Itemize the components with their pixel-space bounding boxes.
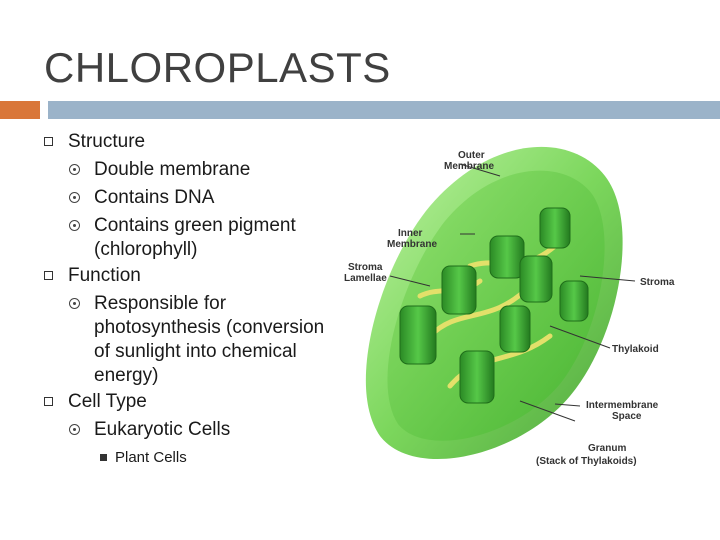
circle-bullet-icon bbox=[69, 298, 80, 309]
label-granum-2: (Stack of Thylakoids) bbox=[536, 456, 637, 467]
slide-title: CHLOROPLASTS bbox=[44, 44, 391, 91]
bullet-cell-type: Cell Type bbox=[44, 390, 344, 414]
sub-bullet-text: Responsible for photosynthesis (conversi… bbox=[94, 293, 325, 386]
circle-bullet-icon bbox=[69, 424, 80, 435]
sub-bullet-text: Contains green pigment (chlorophyll) bbox=[94, 215, 296, 260]
label-lines bbox=[389, 163, 636, 422]
label-stroma-lamellae-2: Lamellae bbox=[344, 273, 387, 284]
accent-bar-orange bbox=[0, 101, 40, 119]
sub-bullet: Eukaryotic Cells bbox=[44, 418, 344, 442]
label-intermembrane-1: Intermembrane bbox=[586, 400, 659, 411]
label-outer-membrane-1: Outer bbox=[458, 150, 485, 161]
sub-bullet: Responsible for photosynthesis (conversi… bbox=[44, 292, 344, 388]
label-inner-membrane-1: Inner bbox=[398, 228, 423, 239]
bullet-heading: Function bbox=[68, 265, 141, 286]
sub-bullet-text: Eukaryotic Cells bbox=[94, 419, 231, 440]
sub-bullet-text: Contains DNA bbox=[94, 187, 215, 208]
label-granum-1: Granum bbox=[588, 443, 626, 454]
bullet-heading: Structure bbox=[68, 131, 146, 152]
bullet-heading: Cell Type bbox=[68, 391, 147, 412]
sub-bullet: Double membrane bbox=[44, 158, 344, 182]
square-bullet-icon bbox=[44, 137, 53, 146]
sub-bullet-text: Double membrane bbox=[94, 159, 251, 180]
label-stroma-lamellae-1: Stroma bbox=[348, 262, 383, 273]
accent-bar-blue bbox=[48, 101, 720, 119]
grana-stacks bbox=[399, 207, 589, 404]
label-stroma: Stroma bbox=[640, 277, 675, 288]
circle-bullet-icon bbox=[69, 164, 80, 175]
bullet-structure: Structure bbox=[44, 130, 344, 154]
sub-sub-bullet: Plant Cells bbox=[44, 448, 344, 468]
filled-square-bullet-icon bbox=[100, 454, 107, 461]
square-bullet-icon bbox=[44, 271, 53, 280]
label-outer-membrane-2: Membrane bbox=[444, 161, 494, 172]
sub-bullet: Contains DNA bbox=[44, 186, 344, 210]
square-bullet-icon bbox=[44, 397, 53, 406]
label-inner-membrane-2: Membrane bbox=[387, 239, 437, 250]
bullet-list: Structure Double membrane Contains DNA C… bbox=[44, 128, 344, 468]
label-thylakoid: Thylakoid bbox=[612, 344, 659, 355]
sub-sub-bullet-text: Plant Cells bbox=[115, 449, 187, 466]
sub-bullet: Contains green pigment (chlorophyll) bbox=[44, 214, 344, 262]
bullet-function: Function bbox=[44, 264, 344, 288]
circle-bullet-icon bbox=[69, 192, 80, 203]
label-intermembrane-2: Space bbox=[612, 411, 642, 422]
circle-bullet-icon bbox=[69, 220, 80, 231]
chloroplast-diagram: Outer Membrane Inner Membrane Stroma Lam… bbox=[344, 146, 675, 467]
